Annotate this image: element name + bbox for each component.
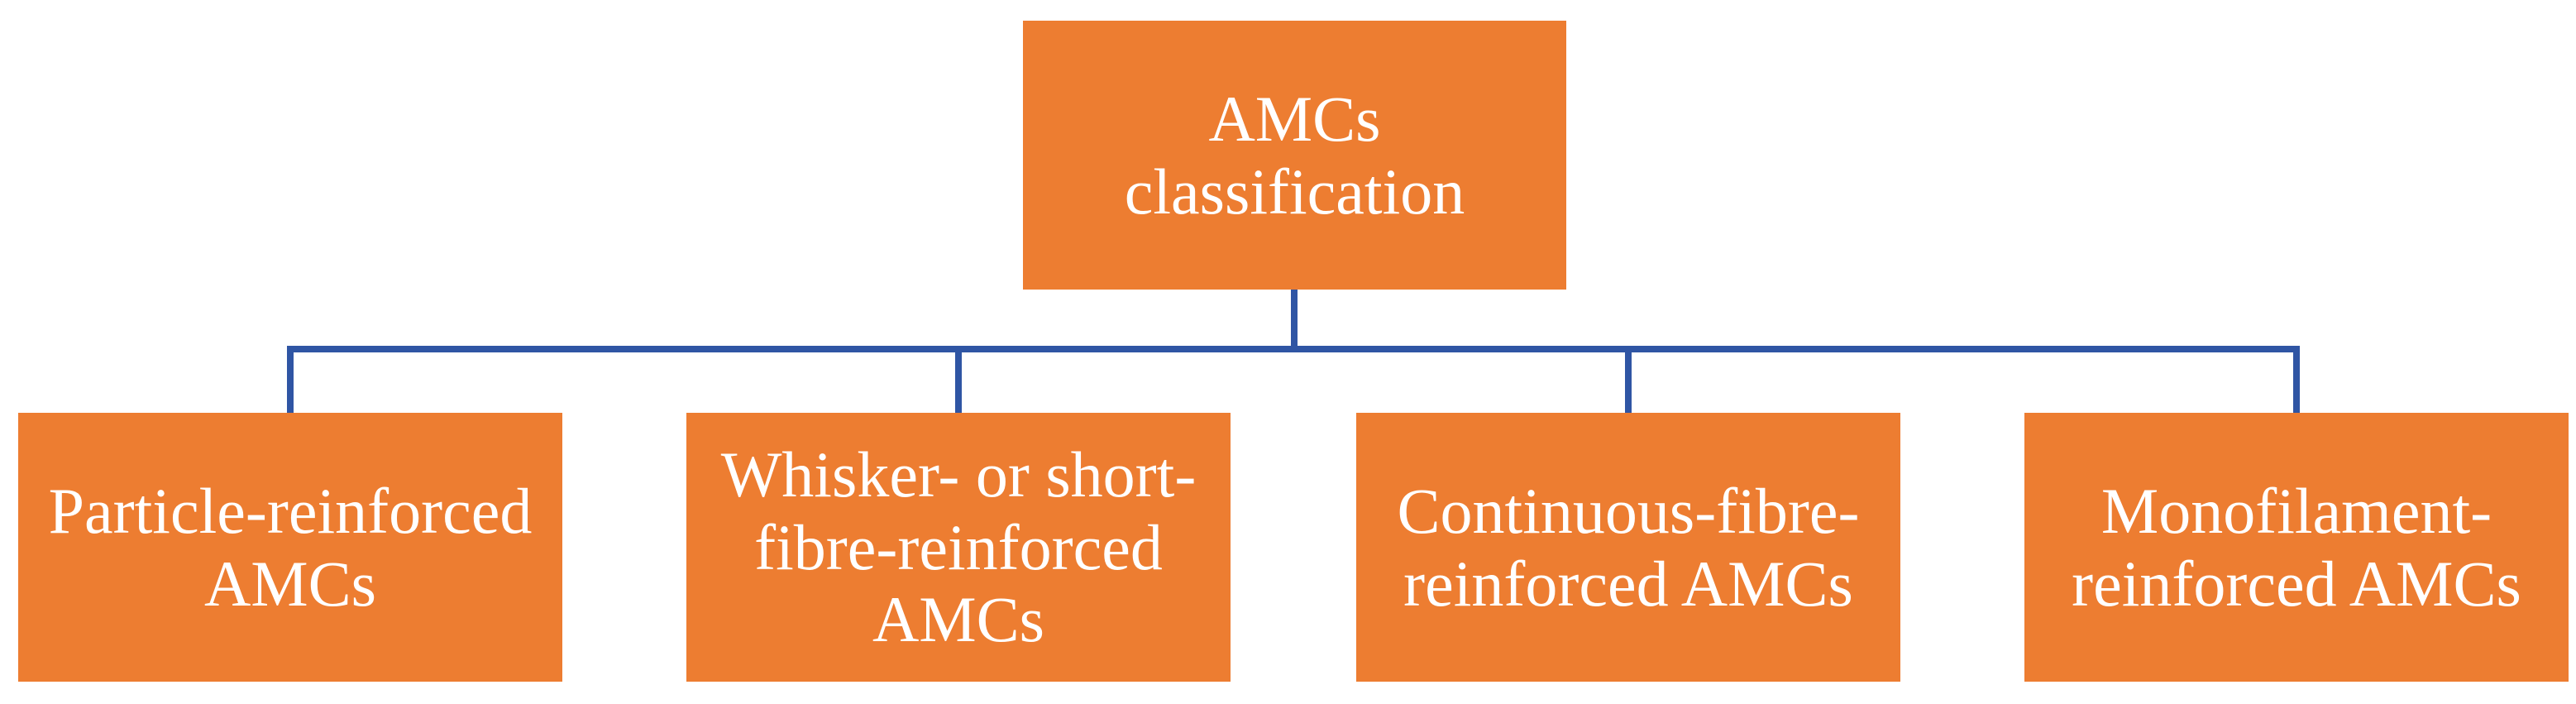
child-node-monofilament-reinforced: Monofilament- reinforced AMCs [2024,413,2569,682]
child-node-particle-reinforced: Particle-reinforced AMCs [18,413,562,682]
root-node-label: AMCs classification [1124,83,1465,227]
root-node-amcs-classification: AMCs classification [1023,21,1566,290]
child-node-label: Monofilament- reinforced AMCs [2072,475,2521,620]
child-node-label: Whisker- or short- fibre-reinforced AMCs [720,438,1197,656]
child-node-label: Continuous-fibre- reinforced AMCs [1397,475,1860,620]
child-node-label: Particle-reinforced AMCs [48,475,533,620]
child-node-continuous-fibre-reinforced: Continuous-fibre- reinforced AMCs [1356,413,1900,682]
child-node-whisker-short-fibre-reinforced: Whisker- or short- fibre-reinforced AMCs [686,413,1231,682]
